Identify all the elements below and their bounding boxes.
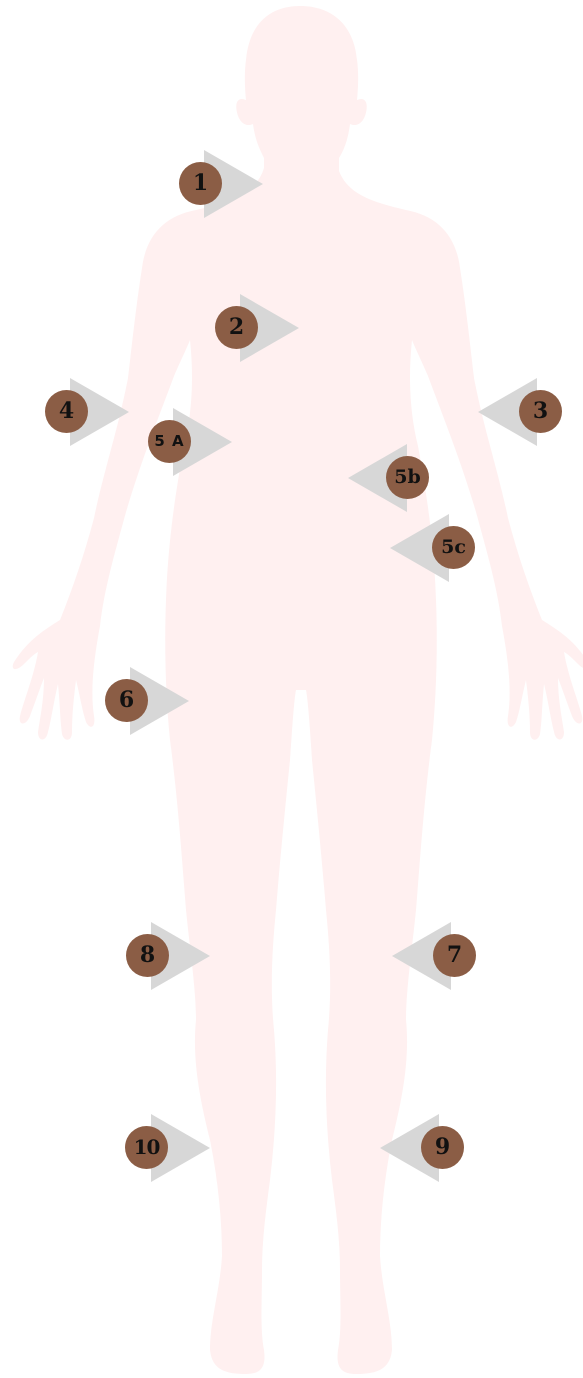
marker-badge-6[interactable]: 6 — [105, 679, 148, 722]
marker-badge-8[interactable]: 8 — [126, 934, 169, 977]
marker-badge-5b[interactable]: 5b — [386, 456, 429, 499]
marker-badge-1[interactable]: 1 — [179, 162, 222, 205]
marker-badge-10[interactable]: 10 — [125, 1126, 168, 1169]
marker-badge-5c[interactable]: 5c — [432, 526, 475, 569]
marker-badge-4[interactable]: 4 — [45, 390, 88, 433]
head-shape — [236, 6, 366, 174]
marker-badge-7[interactable]: 7 — [433, 934, 476, 977]
marker-badge-3[interactable]: 3 — [519, 390, 562, 433]
marker-badge-9[interactable]: 9 — [421, 1126, 464, 1169]
marker-badge-5a[interactable]: 5 A — [148, 420, 191, 463]
marker-badge-2[interactable]: 2 — [215, 306, 258, 349]
